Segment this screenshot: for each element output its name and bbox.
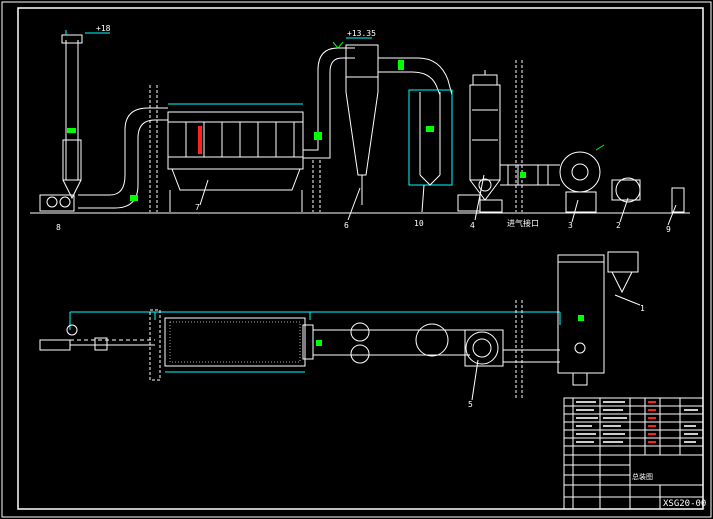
dryer-drum — [149, 309, 322, 381]
elevation-mark-stack: +18 — [96, 24, 111, 33]
inner-frame — [17, 7, 704, 510]
drawing-title: 总装图 — [632, 472, 653, 481]
lattice-tower-1 — [149, 85, 158, 212]
callout-5: 5 — [468, 400, 473, 409]
bag-filter — [167, 103, 304, 212]
motor-unit-left — [39, 194, 75, 212]
parts-list-red-marks — [648, 401, 656, 443]
callout-9: 9 — [666, 225, 671, 234]
scrubber-column — [408, 89, 453, 213]
scrubber-plan — [557, 254, 605, 386]
callout-10: 10 — [414, 219, 424, 228]
lattice-tower-2 — [312, 160, 321, 212]
callout-2: 2 — [616, 221, 621, 230]
drawing-number: XSG20-00 — [663, 499, 706, 509]
main-tower — [457, 70, 503, 221]
crossover-duct — [378, 57, 453, 96]
lattice-tower-3 — [515, 60, 523, 212]
callout-7: 7 — [195, 203, 200, 212]
callout-4: 4 — [470, 221, 475, 230]
callout-1: 1 — [640, 304, 645, 313]
elevation-mark-cyclone: +13.35 — [347, 29, 376, 38]
callout-3: 3 — [568, 221, 573, 230]
hopper-plan — [607, 251, 641, 306]
elbow-duct — [78, 107, 168, 196]
fan-plan — [464, 329, 504, 401]
callout-6: 6 — [344, 221, 349, 230]
title-block — [563, 397, 704, 510]
riser-duct — [303, 47, 355, 151]
cyclone — [332, 37, 379, 221]
control-cabinet — [667, 187, 685, 226]
blower-fan — [559, 144, 641, 223]
inlet-label: 进气接口 — [507, 218, 539, 228]
callout-8: 8 — [56, 223, 61, 232]
plan-view — [39, 251, 641, 401]
elevation-view — [30, 30, 690, 226]
parts-list-rows — [576, 401, 698, 443]
exhaust-stack — [61, 30, 110, 200]
